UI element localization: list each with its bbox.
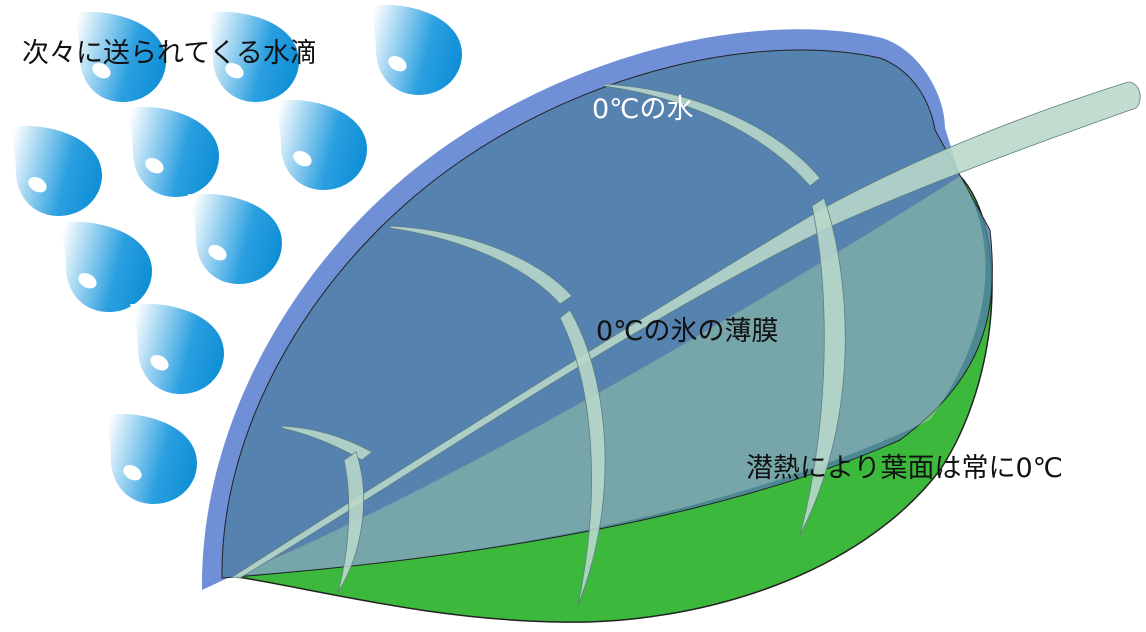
drops-label: 次々に送られてくる水滴 bbox=[22, 38, 317, 69]
vein bbox=[559, 309, 606, 606]
water-drop-icon bbox=[368, 5, 462, 95]
vein bbox=[389, 225, 573, 305]
water-drop-icon bbox=[8, 126, 102, 216]
water-drop-icon bbox=[188, 194, 282, 284]
vein bbox=[799, 197, 846, 536]
water-label: 0℃の水 bbox=[592, 94, 694, 125]
water-drop-icon bbox=[103, 414, 197, 504]
water-drop-icon bbox=[130, 304, 224, 394]
vein bbox=[281, 425, 373, 461]
water-drop-icon bbox=[273, 100, 367, 190]
latent-heat-label: 潜熱により葉面は常に0℃ bbox=[746, 453, 1063, 484]
water-layer bbox=[221, 49, 993, 579]
leaf-veins bbox=[230, 81, 1141, 606]
water-drop-icon bbox=[58, 222, 152, 312]
water-drop-icon bbox=[125, 107, 219, 197]
vein bbox=[603, 83, 821, 187]
vein bbox=[337, 451, 364, 593]
ice-film-label: 0℃の氷の薄膜 bbox=[596, 316, 779, 347]
